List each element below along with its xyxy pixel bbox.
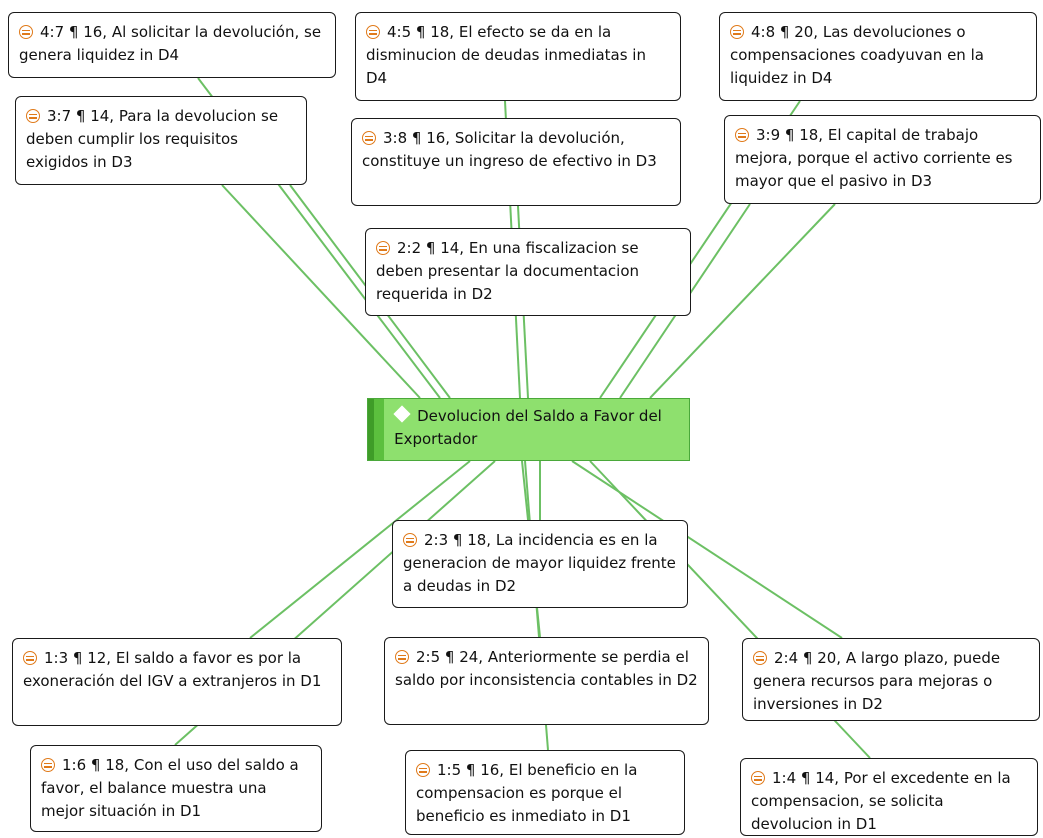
quote-node-1-4[interactable]: 1:4 ¶ 14, Por el excedente en la compens…: [740, 758, 1038, 836]
diamond-icon: [393, 405, 411, 423]
quote-node-2-5[interactable]: 2:5 ¶ 24, Anteriormente se perdia el sal…: [384, 637, 709, 725]
quote-node-2-2[interactable]: 2:2 ¶ 14, En una fiscalizacion se deben …: [365, 228, 691, 316]
link-n13: [249, 460, 471, 639]
document-quote-icon: [735, 128, 749, 142]
quote-node-text: 3:9 ¶ 18, El capital de trabajo mejora, …: [735, 126, 1013, 190]
quote-node-text: 4:7 ¶ 16, Al solicitar la devolución, se…: [19, 23, 322, 64]
quote-node-text: 3:8 ¶ 16, Solicitar la devolución, const…: [362, 129, 657, 170]
quote-node-text: 1:3 ¶ 12, El saldo a favor es por la exo…: [23, 649, 322, 690]
link-n39b: [649, 203, 836, 399]
document-quote-icon: [41, 758, 55, 772]
document-quote-icon: [23, 651, 37, 665]
quote-node-text: 1:4 ¶ 14, Por el excedente en la compens…: [751, 769, 1011, 833]
document-quote-icon: [730, 25, 744, 39]
quote-node-3-7[interactable]: 3:7 ¶ 14, Para la devolucion se deben cu…: [15, 96, 307, 185]
document-quote-icon: [376, 241, 390, 255]
document-quote-icon: [362, 131, 376, 145]
quote-node-text: 2:3 ¶ 18, La incidencia es en la generac…: [403, 531, 676, 595]
quote-node-2-4[interactable]: 2:4 ¶ 20, A largo plazo, puede genera re…: [742, 638, 1040, 721]
quote-node-text: 4:8 ¶ 20, Las devoluciones o compensacio…: [730, 23, 984, 87]
document-quote-icon: [26, 109, 40, 123]
quote-node-text: 1:6 ¶ 18, Con el uso del saldo a favor, …: [41, 756, 299, 820]
central-node-label: Devolucion del Saldo a Favor del Exporta…: [394, 407, 662, 448]
quote-node-text: 2:4 ¶ 20, A largo plazo, puede genera re…: [753, 649, 1001, 713]
quote-node-4-8[interactable]: 4:8 ¶ 20, Las devoluciones o compensacio…: [719, 12, 1037, 101]
document-quote-icon: [753, 651, 767, 665]
quote-node-4-5[interactable]: 4:5 ¶ 18, El efecto se da en la disminuc…: [355, 12, 681, 101]
quote-node-3-8[interactable]: 3:8 ¶ 16, Solicitar la devolución, const…: [351, 118, 681, 206]
link-n37: [221, 184, 421, 399]
quote-node-1-6[interactable]: 1:6 ¶ 18, Con el uso del saldo a favor, …: [30, 745, 322, 832]
quote-node-1-3[interactable]: 1:3 ¶ 12, El saldo a favor es por la exo…: [12, 638, 342, 726]
quote-node-text: 2:5 ¶ 24, Anteriormente se perdia el sal…: [395, 648, 698, 689]
central-node[interactable]: Devolucion del Saldo a Favor del Exporta…: [367, 398, 690, 461]
document-quote-icon: [403, 533, 417, 547]
document-quote-icon: [366, 25, 380, 39]
quote-node-text: 3:7 ¶ 14, Para la devolucion se deben cu…: [26, 107, 279, 171]
quote-node-text: 2:2 ¶ 14, En una fiscalizacion se deben …: [376, 239, 640, 303]
quote-node-2-3[interactable]: 2:3 ¶ 18, La incidencia es en la generac…: [392, 520, 688, 608]
central-node-accent-bar: [368, 399, 374, 460]
central-node-accent-bar-light: [373, 399, 385, 460]
quote-node-text: 4:5 ¶ 18, El efecto se da en la disminuc…: [366, 23, 646, 87]
quote-node-4-7[interactable]: 4:7 ¶ 16, Al solicitar la devolución, se…: [8, 12, 336, 78]
document-quote-icon: [19, 25, 33, 39]
document-quote-icon: [751, 771, 765, 785]
quote-node-text: 1:5 ¶ 16, El beneficio en la compensacio…: [416, 761, 638, 825]
document-quote-icon: [395, 650, 409, 664]
quote-node-3-9[interactable]: 3:9 ¶ 18, El capital de trabajo mejora, …: [724, 115, 1041, 204]
document-quote-icon: [416, 763, 430, 777]
quote-node-1-5[interactable]: 1:5 ¶ 16, El beneficio en la compensacio…: [405, 750, 685, 835]
